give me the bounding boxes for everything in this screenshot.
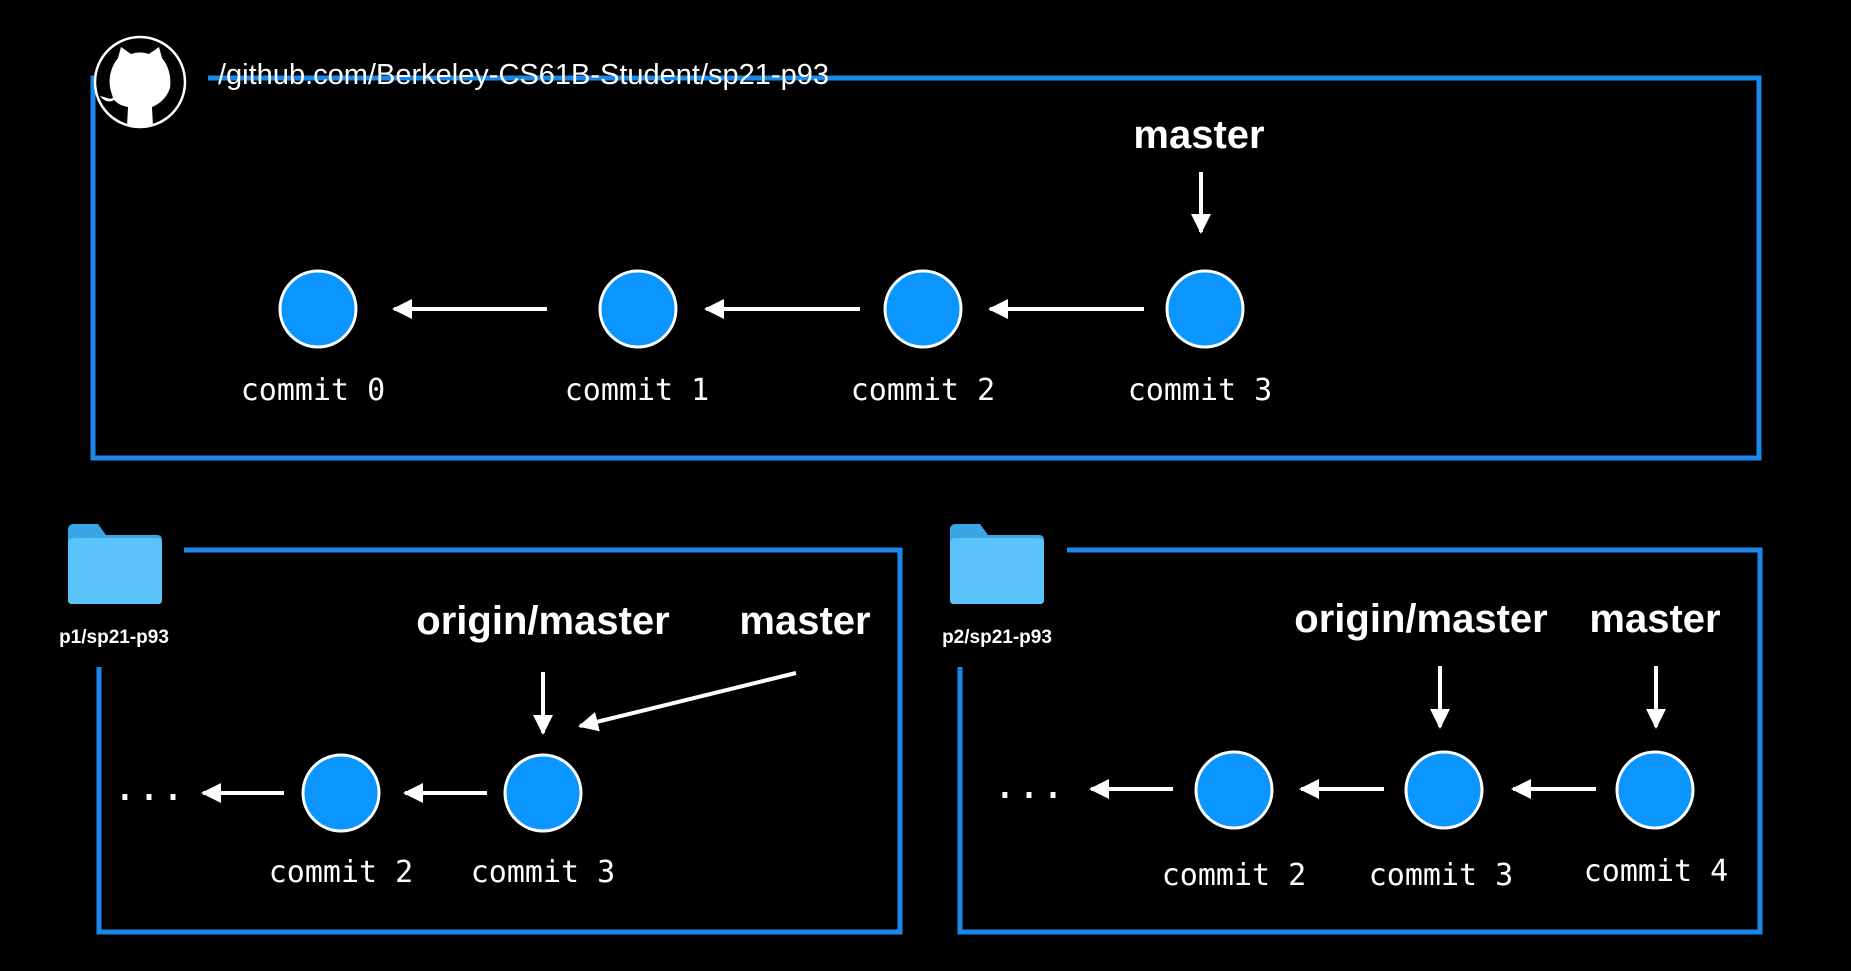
commit-node [278, 269, 358, 349]
commit-label: commit 1 [565, 373, 710, 408]
master-label: master [1589, 597, 1720, 641]
commit-label: commit 4 [1584, 854, 1729, 889]
folder-label: p2/sp21-p93 [942, 627, 1052, 648]
commit-label: commit 3 [1369, 858, 1514, 893]
ellipsis: ... [993, 762, 1065, 808]
commit-node [883, 269, 963, 349]
local-repo-p2: p2/sp21-p93 origin/master master ... com… [942, 524, 1763, 935]
commit-node [301, 753, 381, 833]
commit-label: commit 2 [1162, 858, 1307, 893]
commit-node [503, 753, 583, 833]
master-branch-label: master [1133, 113, 1264, 157]
commit-label: commit 3 [1128, 373, 1273, 408]
master-pointer-arrow [578, 671, 797, 732]
local-repo-p1: p1/sp21-p93 origin/master master ... com… [59, 524, 903, 935]
commit-node [1165, 269, 1245, 349]
github-icon [93, 35, 187, 129]
commit-label: commit 3 [471, 855, 616, 890]
folder-icon[interactable] [68, 524, 162, 604]
commit-node [598, 269, 678, 349]
commit-node [1404, 750, 1484, 830]
commit-label: commit 2 [269, 855, 414, 890]
commit-node [1615, 750, 1695, 830]
commit-node [1194, 750, 1274, 830]
folder-icon[interactable] [950, 524, 1044, 604]
remote-repo: /github.com/Berkeley-CS61B-Student/sp21-… [90, 35, 1762, 461]
origin-master-label: origin/master [416, 599, 669, 643]
commit-label: commit 2 [851, 373, 996, 408]
p1-frame [96, 547, 903, 935]
master-label: master [739, 599, 870, 643]
origin-master-label: origin/master [1294, 597, 1547, 641]
commit-label: commit 0 [241, 373, 386, 408]
repo-url[interactable]: /github.com/Berkeley-CS61B-Student/sp21-… [218, 59, 829, 91]
folder-label: p1/sp21-p93 [59, 627, 169, 648]
p2-frame [957, 547, 1763, 935]
remote-commit-graph: commit 0 commit 1 commit 2 commit 3 [241, 269, 1273, 408]
ellipsis: ... [113, 764, 185, 810]
